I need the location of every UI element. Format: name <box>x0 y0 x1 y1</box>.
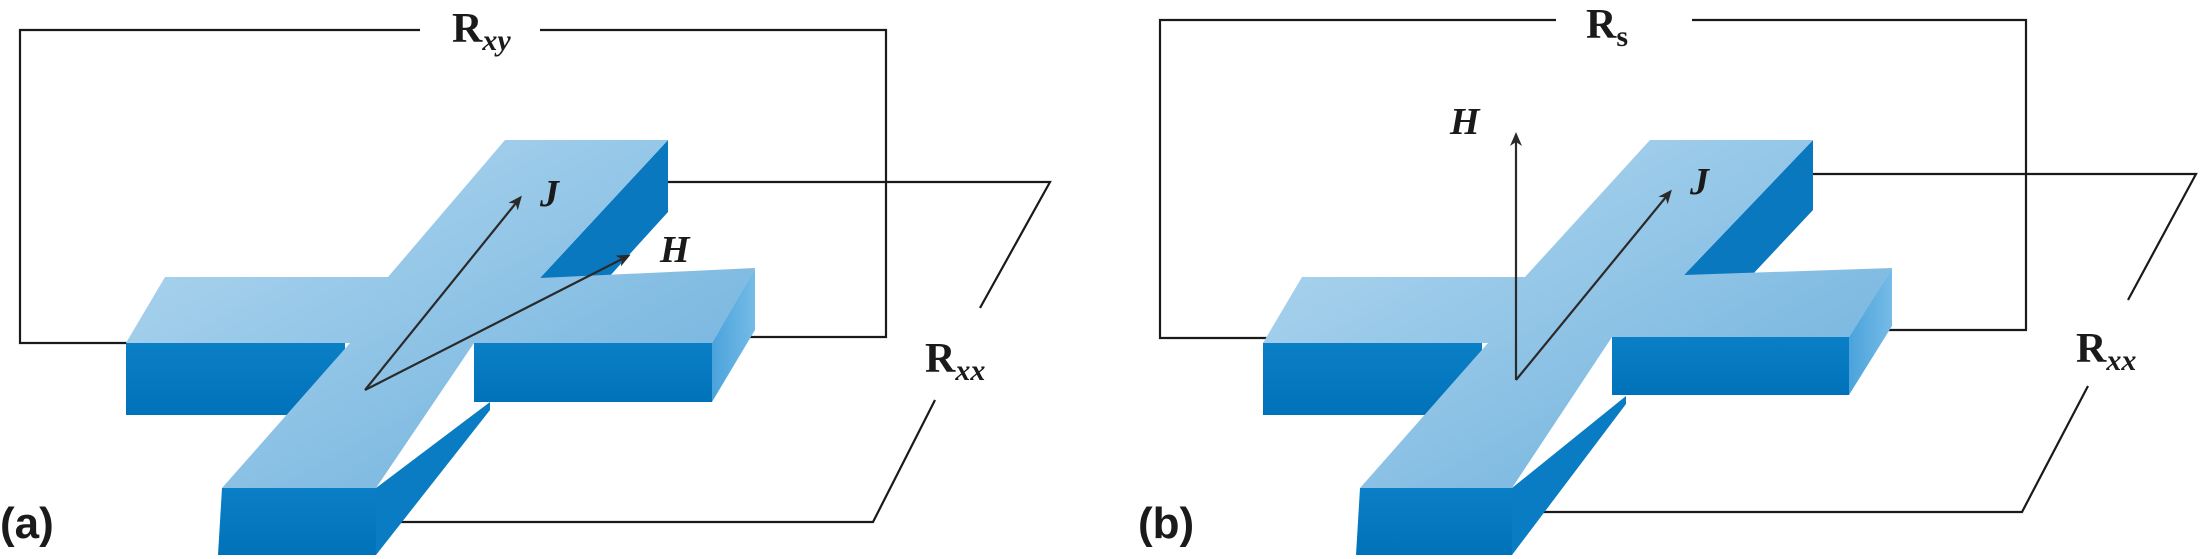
rxy-label: Rxy <box>452 6 511 57</box>
field-h-label-b: H <box>1449 101 1481 143</box>
rs-label: Rs <box>1586 2 1628 53</box>
cross-lower-front-face-b <box>1356 488 1512 555</box>
panel-a: J H Rxy Rxx (a) <box>0 6 1052 555</box>
cross-right-end-face <box>712 268 755 402</box>
cross-top-face-b <box>1263 140 1892 488</box>
cross-front-face <box>126 343 345 415</box>
panel-tag-a: (a) <box>0 499 54 548</box>
current-j-arrow <box>364 195 522 391</box>
cross-lower-slant-face-b <box>1512 396 1626 555</box>
cross-front-face-right-b <box>1612 337 1849 395</box>
cross-top-face <box>126 140 755 488</box>
panel-b: H J Rs Rxx (b) <box>1138 2 2198 555</box>
current-j-label: J <box>539 173 560 215</box>
panel-tag-b: (b) <box>1138 499 1194 548</box>
cross-front-face-right <box>474 343 712 402</box>
current-j-label-b: J <box>1689 161 1710 203</box>
cross-right-end-face-b <box>1849 268 1892 395</box>
field-h-label: H <box>659 229 691 271</box>
rxy-wire <box>18 28 888 345</box>
cross-lower-front-face <box>218 488 376 555</box>
rxx-wire <box>295 180 1052 524</box>
rxx-wire-b <box>1446 172 2198 514</box>
cross-lower-slant-face <box>376 402 490 555</box>
current-j-arrow-b <box>1515 189 1672 381</box>
cross-front-face-b <box>1263 343 1482 415</box>
rxx-label-b: Rxx <box>2076 326 2136 377</box>
field-h-arrow <box>364 254 631 391</box>
rxx-label-a: Rxx <box>925 336 985 387</box>
